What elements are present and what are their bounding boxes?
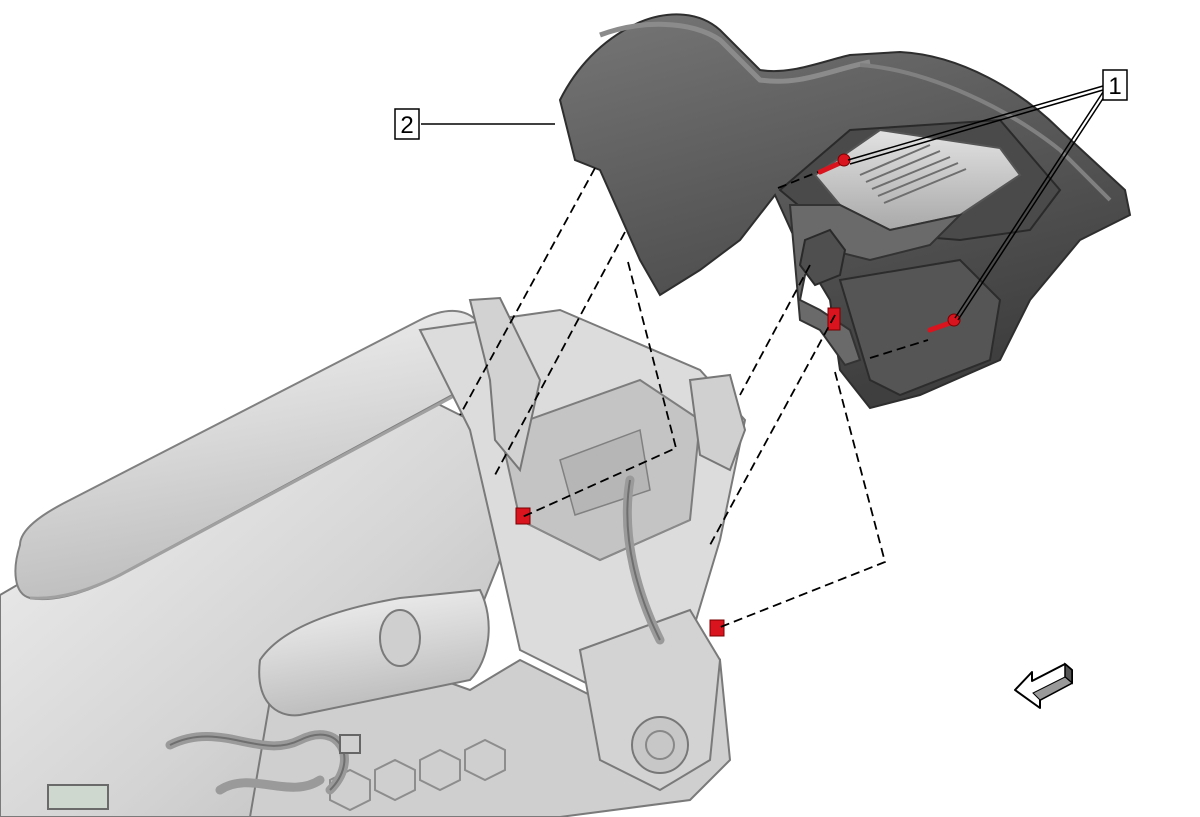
retainer-clip-panel [827, 307, 841, 331]
dash-line-h [777, 171, 819, 189]
front-direction-arrow-icon [1014, 662, 1073, 709]
retainer-clip-console-upper [515, 507, 531, 525]
callout-leader-lines [421, 85, 1107, 321]
leader-item-1-a [847, 85, 1104, 161]
dash-line-e [709, 314, 836, 546]
screw-lower [927, 313, 961, 333]
callout-1-box [1102, 69, 1128, 101]
dash-line-f [717, 371, 887, 629]
leader-item-1-b2 [957, 93, 1107, 321]
callout-1-label: 1 [1108, 73, 1121, 100]
rear-panel [258, 588, 490, 717]
module-connector [798, 228, 847, 287]
dash-line-a [459, 167, 596, 416]
rear-panel-knob [379, 609, 421, 667]
callout-2: 2 [394, 108, 420, 140]
dash-line-d [739, 264, 811, 396]
module-heatsink-fins [859, 144, 967, 204]
callout-2-box [394, 108, 420, 140]
callout-1: 1 [1102, 69, 1128, 101]
center-console-assembly [0, 296, 747, 817]
base-rib-pattern [329, 738, 506, 812]
trim-panel-ridge [599, 21, 871, 84]
fastener-screws [817, 153, 961, 333]
retainer-clip-console-lower [709, 619, 725, 637]
dash-line-c [519, 261, 678, 519]
armrest-lid-edge [29, 380, 481, 600]
leader-item-1-a2 [849, 89, 1104, 165]
hinge-bracket [468, 296, 542, 473]
callout-2-label: 2 [400, 112, 413, 139]
alignment-dashed-lines [459, 167, 929, 629]
lower-mount-boss [631, 716, 689, 774]
leader-item-1-b [954, 91, 1104, 319]
dash-line-g [869, 339, 929, 359]
harness-connector [47, 784, 109, 810]
dash-line-b [494, 231, 626, 476]
